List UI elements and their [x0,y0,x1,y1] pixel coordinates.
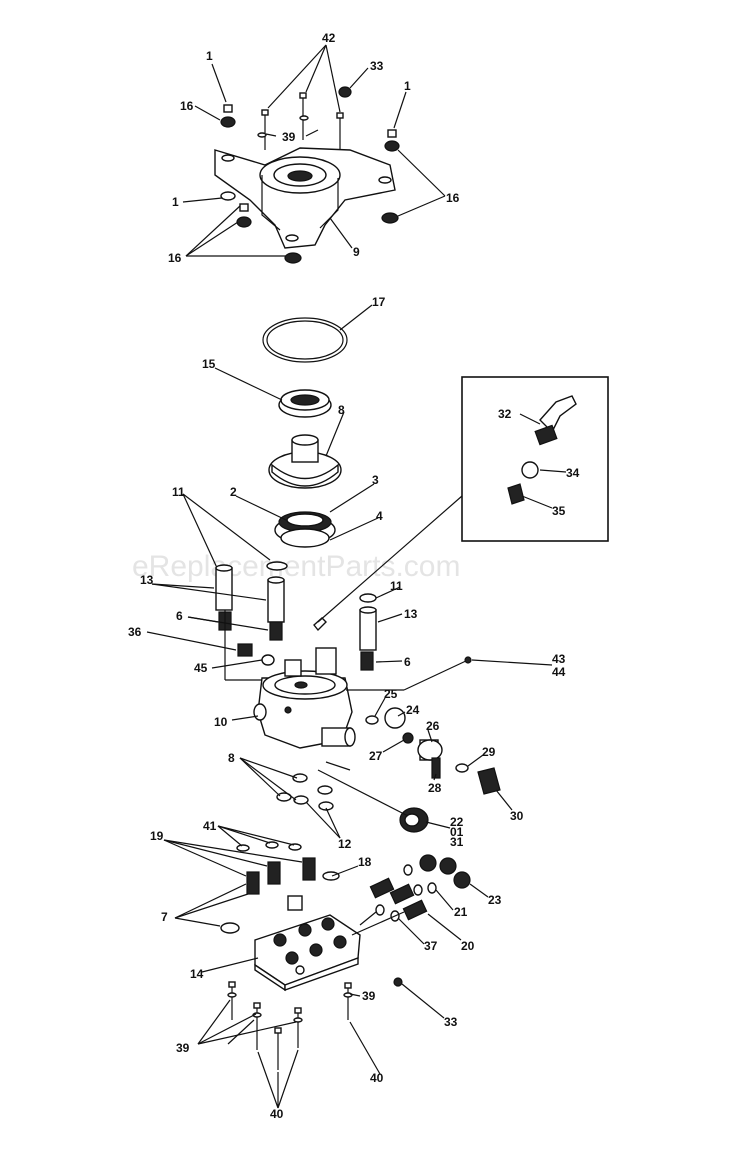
label-35: 35 [552,504,566,518]
label-19: 19 [150,829,164,843]
mounting-flange [214,147,396,249]
thrust-bearing [274,511,336,548]
label-3: 3 [372,473,379,487]
seal-ring [278,389,332,418]
right-valves [351,854,471,936]
valve-leader-lines [374,697,513,829]
label-41: 41 [203,819,217,833]
label-37: 37 [424,939,438,953]
manifold-leader-lines [163,825,489,1109]
label-11: 11 [172,485,185,499]
label-16: 16 [168,251,182,265]
o-ring [262,317,348,363]
label-31: 31 [450,835,464,849]
flange-nuts-washers [220,86,400,264]
label-13: 13 [404,607,418,621]
label-23: 23 [488,893,502,907]
label-30: 30 [510,809,524,823]
middle-leader-lines [182,304,379,571]
label-20: 20 [461,939,475,953]
label-36: 36 [128,625,142,639]
manifold-springs [220,841,340,934]
label-40: 40 [270,1107,284,1121]
label-28: 28 [428,781,442,795]
label-26: 26 [426,719,440,733]
label-25: 25 [384,687,398,701]
inset-box [461,376,609,542]
label-1: 1 [206,49,213,63]
label-4: 4 [376,509,383,523]
label-15: 15 [202,357,216,371]
lower-washers [239,757,341,839]
label-32: 32 [498,407,512,421]
label-22: 22 [450,815,464,829]
label-40: 40 [370,1071,384,1085]
label-16: 16 [180,99,194,113]
label-45: 45 [194,661,208,675]
part-labels: 1 16 42 33 39 1 16 1 16 9 17 15 8 3 2 4 … [128,31,580,1121]
label-43: 43 [552,652,566,666]
label-16: 16 [446,191,460,205]
label-39: 39 [362,989,376,1003]
flange-bolts [257,92,344,150]
label-18: 18 [358,855,372,869]
label-8: 8 [228,751,235,765]
label-13: 13 [140,573,154,587]
label-33: 33 [444,1015,458,1029]
label-42: 42 [322,31,336,45]
label-01: 01 [450,825,464,839]
watermark-text: eReplacementParts.com [132,550,460,583]
label-24: 24 [406,703,420,717]
label-33: 33 [370,59,384,73]
label-44: 44 [552,665,566,679]
label-29: 29 [482,745,496,759]
top-leader-lines [182,44,446,257]
label-39: 39 [176,1041,190,1055]
label-17: 17 [372,295,386,309]
manifold-block [254,914,361,992]
swash-plate [268,434,342,489]
label-14: 14 [190,967,204,981]
label-1: 1 [404,79,411,93]
label-34: 34 [566,466,580,480]
valve-fittings [317,656,501,833]
label-11: 11 [390,579,403,593]
label-6: 6 [404,655,411,669]
label-21: 21 [454,905,468,919]
label-8: 8 [338,403,345,417]
label-27: 27 [369,749,383,763]
label-1: 1 [172,195,179,209]
label-9: 9 [353,245,360,259]
label-6: 6 [176,609,183,623]
label-7: 7 [161,910,168,924]
label-10: 10 [214,715,228,729]
label-39: 39 [282,130,296,144]
label-12: 12 [338,837,352,851]
bottom-bolts [227,977,403,1070]
label-2: 2 [230,485,237,499]
housing-leader-lines [146,495,553,721]
pump-housing [253,647,356,749]
